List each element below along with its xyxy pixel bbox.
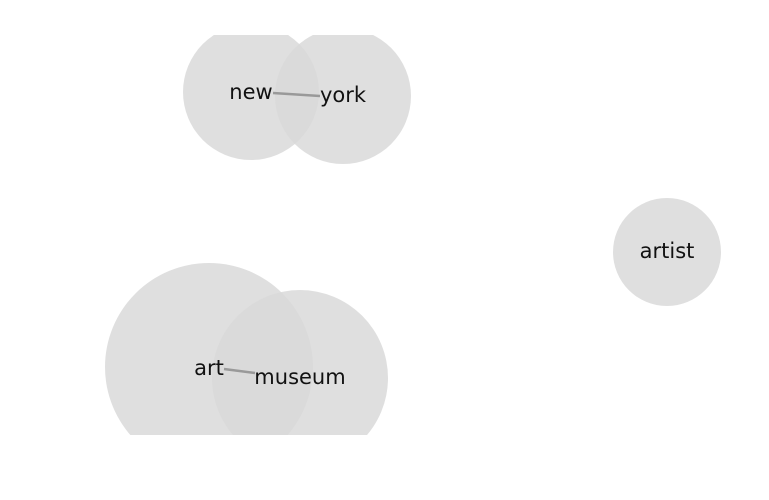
bubble-museum (212, 290, 388, 435)
label-new: new (229, 80, 272, 104)
label-art: art (194, 356, 224, 380)
edge-new-york (272, 91, 321, 98)
bubble-layer (105, 35, 721, 435)
edge-art-museum (223, 367, 256, 375)
bubble-artist (613, 198, 721, 306)
label-museum: museum (254, 365, 345, 389)
label-artist: artist (640, 239, 695, 263)
bubble-york (275, 35, 411, 164)
label-york: york (320, 83, 367, 107)
